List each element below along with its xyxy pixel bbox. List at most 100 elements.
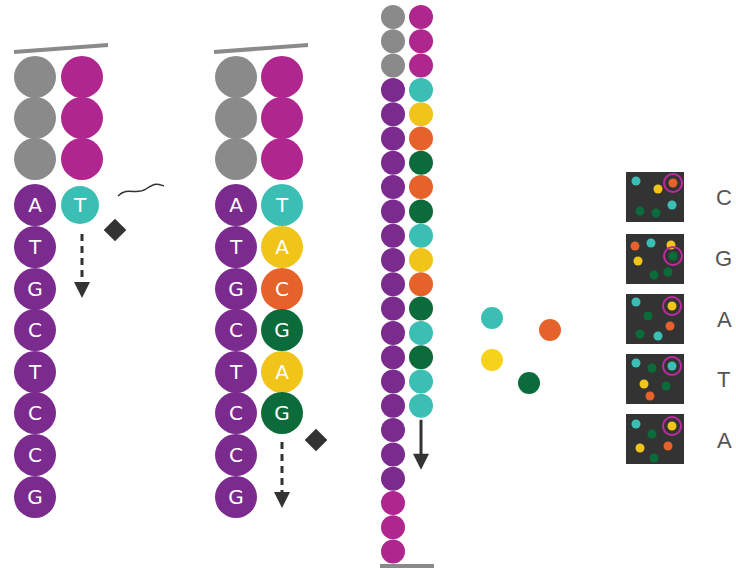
cluster-dot xyxy=(668,422,677,431)
terminator-block xyxy=(104,219,127,242)
extension-arrow xyxy=(420,420,423,456)
base-letter: T xyxy=(74,195,86,215)
base-letter: C xyxy=(229,445,243,465)
nucleotide-circle: C xyxy=(215,392,257,434)
base-letter: G xyxy=(228,279,244,299)
base-letter: A xyxy=(28,195,42,215)
cluster-dot xyxy=(664,268,673,277)
image-panel xyxy=(626,172,684,222)
nucleotide-circle: A xyxy=(261,226,303,268)
image-panel xyxy=(626,294,684,344)
strand-base xyxy=(409,345,433,369)
nucleotide-circle: T xyxy=(14,351,56,393)
cluster-dot xyxy=(654,332,663,341)
primer-base xyxy=(261,97,303,139)
cluster-dot xyxy=(644,312,653,321)
nucleotide-circle: G xyxy=(215,476,257,518)
nucleotide-circle: T xyxy=(261,184,303,226)
terminator-block xyxy=(305,429,328,452)
strand-base xyxy=(409,102,433,126)
strand-base xyxy=(381,151,405,175)
cluster-dot xyxy=(668,302,677,311)
nucleotide-circle: C xyxy=(215,309,257,351)
image-panel xyxy=(626,414,684,464)
cluster-dot xyxy=(647,239,656,248)
cluster-dot xyxy=(636,444,645,453)
cluster-dot xyxy=(664,442,673,451)
fluor-linker xyxy=(118,184,164,196)
cluster-dot xyxy=(669,252,678,261)
base-letter: T xyxy=(29,362,41,382)
free-nucleotide xyxy=(539,319,561,341)
adapter-base xyxy=(215,56,257,98)
base-letter: G xyxy=(274,403,290,423)
strand-base xyxy=(409,224,433,248)
nucleotide-circle: G xyxy=(14,268,56,310)
highlight-ring xyxy=(664,247,682,265)
base-call-label: A xyxy=(717,309,732,331)
base-letter: C xyxy=(28,445,42,465)
strand-base xyxy=(381,272,405,296)
cluster-dot xyxy=(652,209,661,218)
free-nucleotide xyxy=(481,307,503,329)
base-letter: G xyxy=(27,487,43,507)
image-panel xyxy=(626,234,684,284)
cluster-dot xyxy=(662,382,671,391)
strand-base xyxy=(381,5,405,29)
nucleotide-circle: G xyxy=(215,268,257,310)
adapter-base xyxy=(14,56,56,98)
free-nucleotide xyxy=(481,349,503,371)
primer-base xyxy=(61,56,103,98)
strand-base xyxy=(381,540,405,564)
strand-base xyxy=(381,491,405,515)
strand-base xyxy=(381,297,405,321)
strand-base xyxy=(381,224,405,248)
strand-base xyxy=(409,151,433,175)
adapter-base xyxy=(14,138,56,180)
cluster-dot xyxy=(648,430,657,439)
nucleotide-circle: A xyxy=(261,351,303,393)
cluster-dot xyxy=(640,380,649,389)
cluster-dot xyxy=(646,392,655,401)
cluster-dot xyxy=(648,364,657,373)
nucleotide-circle: A xyxy=(215,184,257,226)
image-panel xyxy=(626,354,684,404)
strand-base xyxy=(381,29,405,53)
arrow-head xyxy=(274,492,290,508)
strand-base xyxy=(381,102,405,126)
nucleotide-circle: A xyxy=(14,184,56,226)
nucleotide-circle: C xyxy=(215,434,257,476)
strand-base xyxy=(409,199,433,223)
base-letter: T xyxy=(230,237,242,257)
nucleotide-circle: T xyxy=(215,226,257,268)
cluster-dot xyxy=(634,257,643,266)
cluster-dot xyxy=(669,179,678,188)
strand-base xyxy=(409,29,433,53)
strand-base xyxy=(409,248,433,272)
strand-base xyxy=(409,394,433,418)
base-letter: C xyxy=(229,320,243,340)
surface-bar xyxy=(214,45,308,52)
strand-base xyxy=(409,370,433,394)
cluster-dot xyxy=(632,359,641,368)
arrow-head xyxy=(413,454,429,470)
strand-base xyxy=(381,370,405,394)
nucleotide-circle: G xyxy=(261,392,303,434)
highlight-ring xyxy=(663,297,681,315)
strand-base xyxy=(381,467,405,491)
strand-base xyxy=(381,394,405,418)
strand-base xyxy=(381,78,405,102)
nucleotide-circle: C xyxy=(261,268,303,310)
base-letter: G xyxy=(274,320,290,340)
cluster-dot xyxy=(636,207,645,216)
nucleotide-circle: G xyxy=(14,476,56,518)
adapter-base xyxy=(14,97,56,139)
cluster-dot xyxy=(632,420,641,429)
strand-base xyxy=(381,199,405,223)
strand-base xyxy=(381,248,405,272)
surface-bar xyxy=(380,564,434,568)
base-letter: A xyxy=(229,195,243,215)
nucleotide-circle: C xyxy=(14,434,56,476)
base-letter: T xyxy=(276,195,288,215)
